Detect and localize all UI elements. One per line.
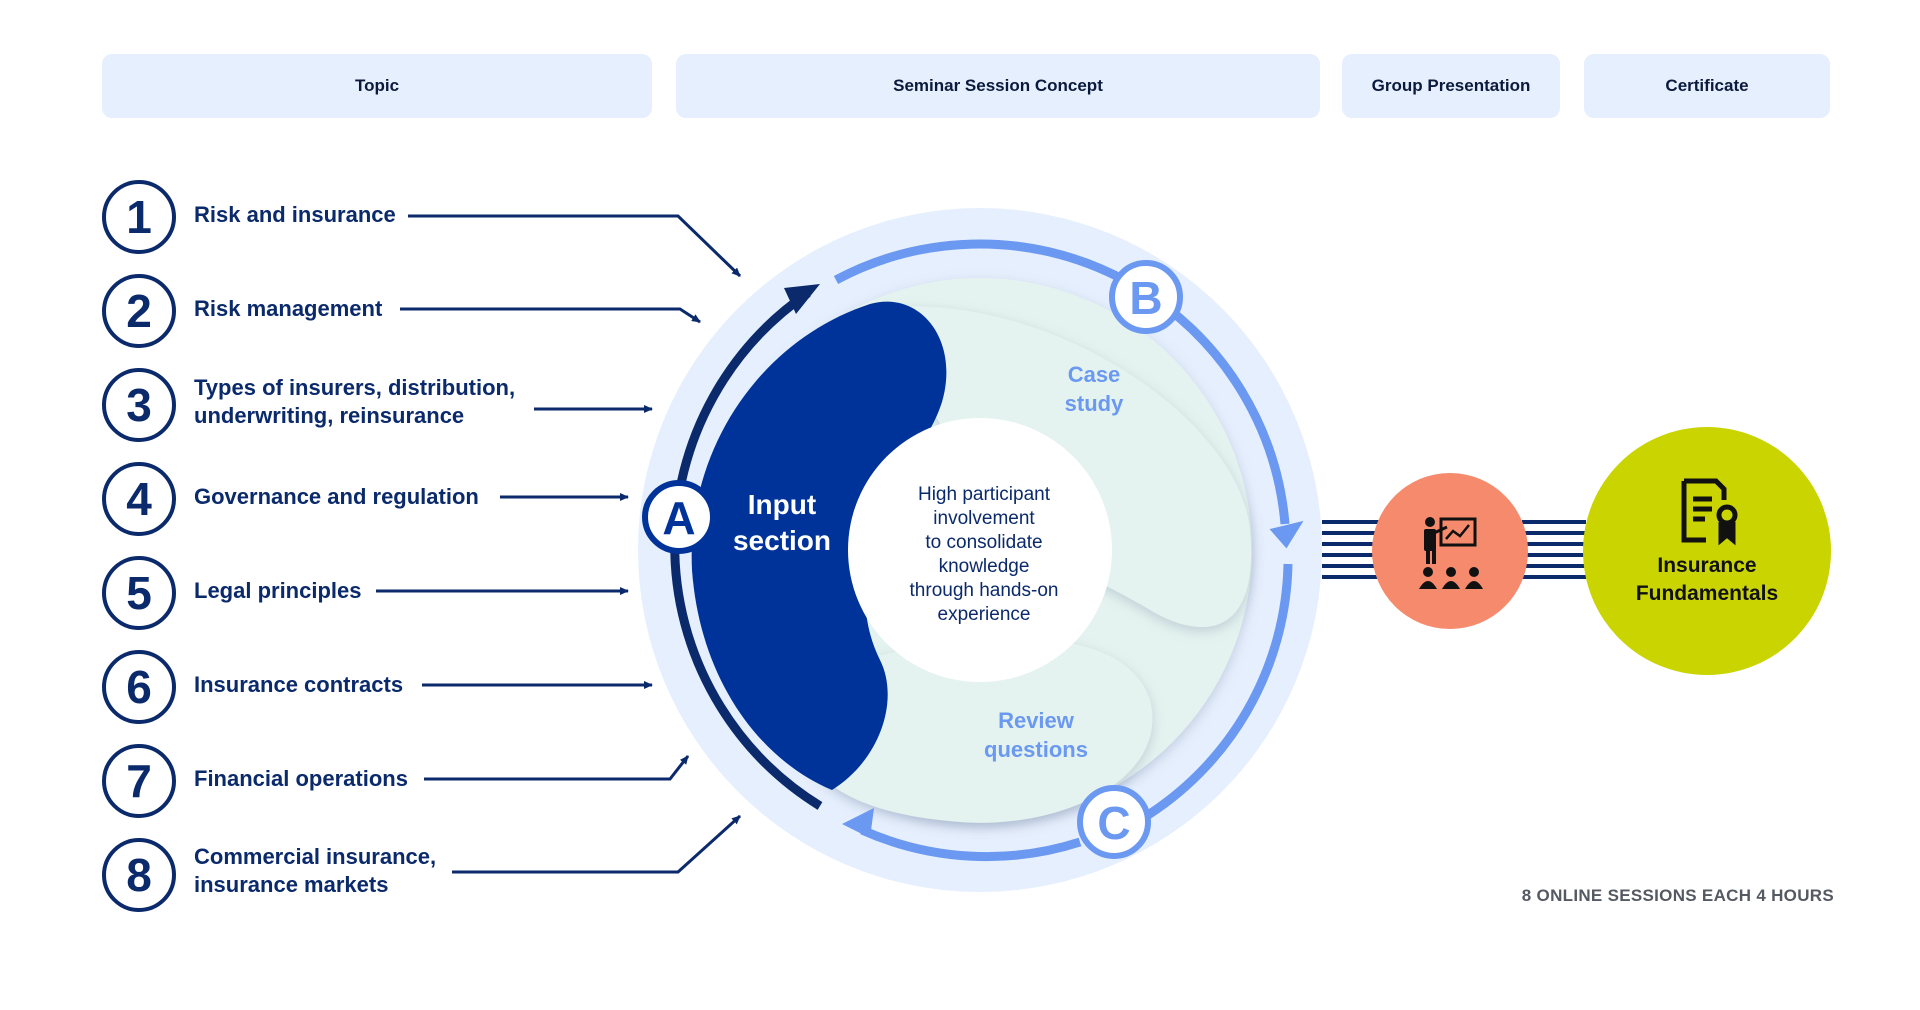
arc-a-arrowhead <box>784 284 820 314</box>
svg-text:study: study <box>1065 391 1124 416</box>
topic-label-2: Risk management <box>194 296 383 321</box>
certificate-label: Insurance Fundamentals <box>1636 554 1778 605</box>
center-disc <box>848 418 1112 682</box>
stripes-left <box>1322 520 1380 579</box>
topic-connectors <box>376 214 742 874</box>
svg-text:Input: Input <box>748 489 816 520</box>
sessions-note: 8 ONLINE SESSIONS EACH 4 HOURS <box>1521 886 1834 905</box>
stripes-right <box>1522 520 1586 579</box>
topic-number-7: 7 <box>102 744 176 818</box>
topic-label-7: Financial operations <box>194 766 408 791</box>
review-questions-label: Review questions <box>984 708 1088 762</box>
svg-text:experience: experience <box>938 604 1031 625</box>
connector-1 <box>408 214 742 278</box>
topic-label-3: Types of insurers, distribution,underwri… <box>194 375 516 428</box>
arc-b-lower <box>1137 563 1293 824</box>
topic-number-1: 1 <box>102 180 176 254</box>
svg-text:Case: Case <box>1068 362 1121 387</box>
badge-a: A <box>642 480 716 554</box>
svg-text:questions: questions <box>984 737 1088 762</box>
svg-text:through hands-on: through hands-on <box>910 580 1059 601</box>
header-seminar-concept: Seminar Session Concept <box>676 54 1320 118</box>
case-study-label: Case study <box>1065 362 1124 416</box>
svg-text:High participant: High participant <box>918 484 1051 505</box>
topic-number-4: 4 <box>102 462 176 536</box>
svg-text:section: section <box>733 525 831 556</box>
header-topic: Topic <box>102 54 652 118</box>
badge-b: B <box>1109 260 1183 334</box>
case-study-lobe <box>880 306 1252 628</box>
arc-a <box>670 289 823 810</box>
inner-disc <box>708 278 1252 822</box>
svg-text:involvement: involvement <box>933 508 1035 529</box>
connector-8 <box>452 814 742 874</box>
header-certificate: Certificate <box>1584 54 1830 118</box>
arc-c-arrowhead <box>842 808 874 838</box>
topic-number-6: 6 <box>102 650 176 724</box>
input-section-lobe <box>691 301 947 790</box>
badge-b-letter: B <box>1129 272 1162 324</box>
svg-text:Insurance: Insurance <box>1657 554 1756 577</box>
svg-text:Fundamentals: Fundamentals <box>1636 582 1778 605</box>
badge-a-letter: A <box>662 492 695 544</box>
topic-label-6: Insurance contracts <box>194 672 404 697</box>
presentation-icon <box>1419 517 1483 589</box>
badge-c: C <box>1077 785 1151 859</box>
arc-b-arrowhead <box>1269 520 1304 549</box>
topic-number-5: 5 <box>102 556 176 630</box>
certificate-icon <box>1681 478 1738 546</box>
svg-text:to consolidate: to consolidate <box>925 532 1042 553</box>
center-text: High participant involvement to consolid… <box>910 484 1059 625</box>
badge-c-letter: C <box>1097 797 1130 849</box>
input-section-label: Input section <box>733 489 831 556</box>
svg-text:knowledge: knowledge <box>939 556 1030 577</box>
topic-label-4: Governance and regulation <box>194 484 479 509</box>
outer-ring <box>638 208 1322 892</box>
topic-label-5: Legal principles <box>194 578 362 603</box>
topic-number-8: 8 <box>102 838 176 912</box>
header-group-presentation: Group Presentation <box>1342 54 1560 118</box>
group-presentation-circle <box>1372 473 1528 629</box>
review-lobe <box>806 638 1153 823</box>
connector-7 <box>424 755 690 781</box>
arc-b <box>833 239 1290 525</box>
certificate-circle <box>1583 427 1831 675</box>
svg-text:Review: Review <box>998 708 1075 733</box>
topic-number-3: 3 <box>102 368 176 442</box>
topic-number-2: 2 <box>102 274 176 348</box>
connector-2 <box>400 307 701 324</box>
topic-label-1: Risk and insurance <box>194 202 396 227</box>
topic-label-8: Commercial insurance,insurance markets <box>194 844 437 897</box>
arc-c <box>860 825 1082 862</box>
